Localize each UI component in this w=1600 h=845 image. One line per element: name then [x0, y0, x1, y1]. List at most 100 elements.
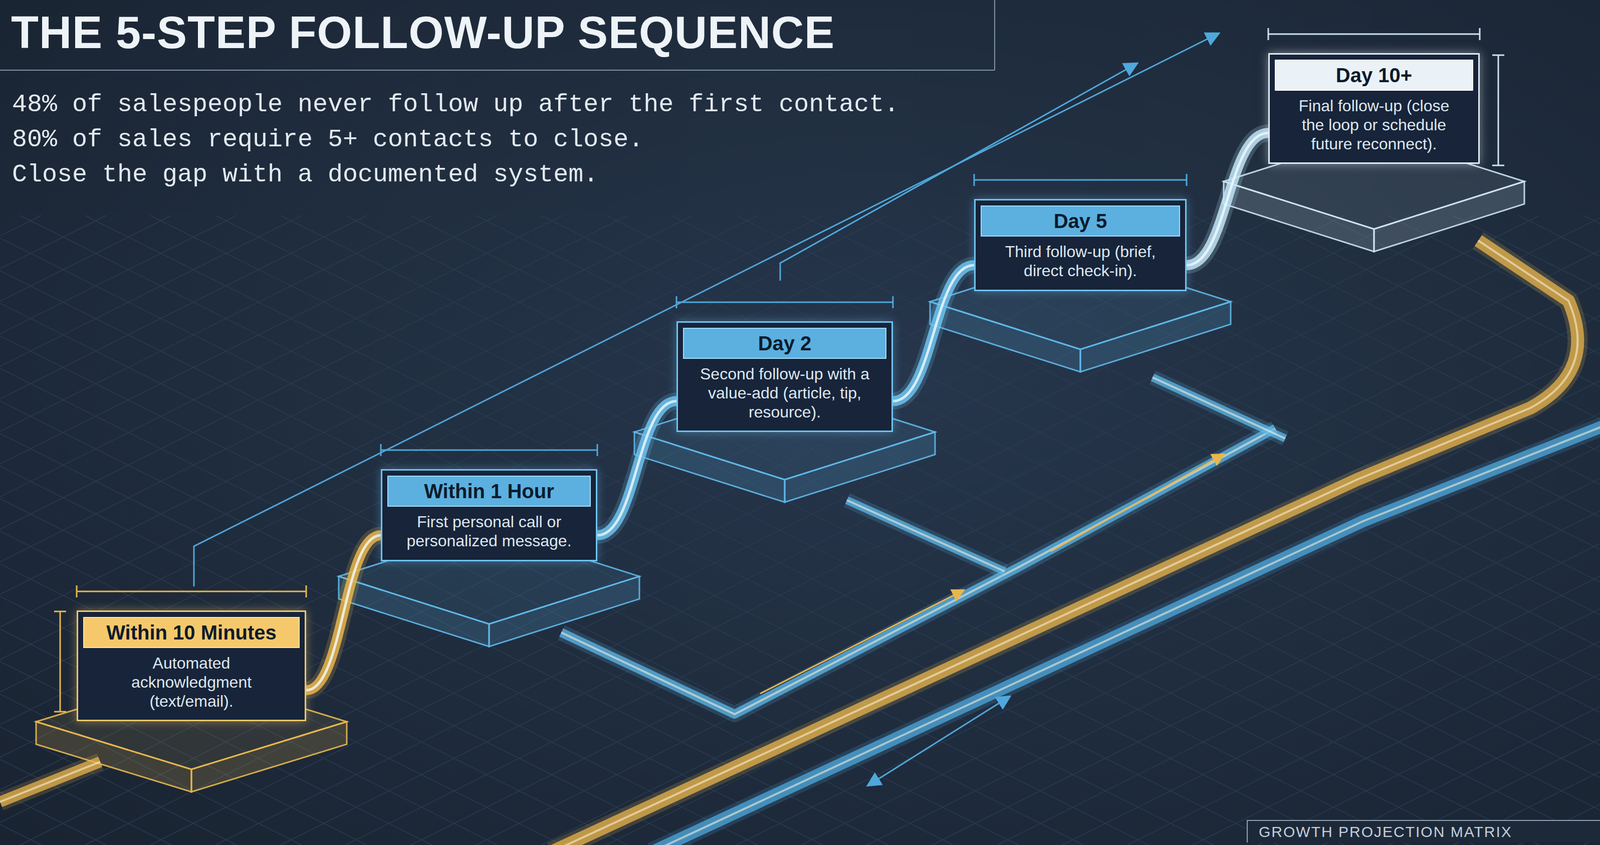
pipe-highlight — [892, 265, 975, 401]
subtitle-line: Close the gap with a documented system. — [12, 160, 1065, 190]
step-description: Automated acknowledgment (text/email). — [83, 647, 300, 711]
step-timing: Within 1 Hour — [387, 475, 591, 507]
pipe-highlight — [1186, 132, 1269, 266]
grid-line — [671, 215, 1600, 845]
title-rule — [0, 69, 995, 71]
platform-face — [338, 576, 490, 647]
grid-line — [0, 215, 628, 845]
title-rule — [994, 0, 996, 71]
pipe-highlight — [551, 240, 1578, 845]
pipe-highlight — [651, 425, 1600, 845]
platform-face — [930, 301, 1081, 372]
pipe — [651, 425, 1600, 845]
pipe-glow — [846, 500, 1005, 572]
grid-line — [0, 215, 42, 845]
grid-line — [1257, 215, 1600, 845]
platforms — [36, 133, 1525, 792]
pipe-glow — [1186, 132, 1269, 266]
step-box: Within 1 HourFirst personal call or pers… — [380, 469, 598, 562]
dimension-line — [1492, 55, 1505, 166]
dimension-line — [1050, 453, 1225, 552]
grid-line — [345, 215, 1600, 845]
step-timing: Day 5 — [980, 205, 1181, 237]
pipe-body — [846, 500, 1005, 572]
platform-face — [784, 431, 936, 503]
grid-line — [0, 215, 628, 845]
step-timing: Day 2 — [682, 327, 887, 359]
pipe-body — [892, 265, 975, 401]
grid-line — [541, 215, 1600, 845]
grid-line — [541, 215, 1600, 845]
pipe-connector — [306, 535, 381, 691]
grid-line — [0, 215, 367, 845]
dimension-line — [760, 589, 965, 694]
grid-line — [1518, 215, 1600, 845]
grid-line — [0, 215, 42, 845]
pipe — [1152, 377, 1286, 439]
grid-line — [0, 215, 432, 845]
pipe-body — [306, 535, 381, 691]
grid-line — [215, 215, 1475, 845]
pipe-highlight — [846, 500, 1005, 572]
step-box: Within 10 MinutesAutomated acknowledgmen… — [76, 610, 307, 722]
subtitle-line: 48% of salespeople never follow up after… — [12, 90, 1065, 120]
pipe-highlight — [561, 428, 1276, 715]
grid-line — [801, 215, 1600, 845]
platform-face — [1374, 181, 1525, 252]
pipe — [846, 500, 1005, 572]
grid-line — [85, 215, 1344, 845]
grid-line — [0, 215, 693, 845]
grid-line — [20, 215, 1279, 845]
step-timing: Within 10 Minutes — [83, 616, 300, 648]
grid-line — [85, 215, 1344, 845]
step-description: Second follow-up with a value-add (artic… — [682, 358, 887, 422]
step-description: Final follow-up (close the loop or sched… — [1274, 90, 1474, 154]
grid-line — [0, 215, 758, 845]
pipe-body — [1186, 132, 1269, 266]
grid-line — [0, 215, 367, 845]
grid-line — [1583, 215, 1600, 845]
pipe-glow — [306, 535, 381, 691]
dimension-line — [867, 696, 1011, 786]
pipe-body — [551, 240, 1578, 845]
pipe-body — [561, 428, 1276, 715]
step-description: First personal call or personalized mess… — [387, 506, 591, 551]
pipe-body — [0, 761, 101, 802]
grid-line — [1257, 215, 1600, 845]
pipe-glow — [892, 265, 975, 401]
subtitle-line: 80% of sales require 5+ contacts to clos… — [12, 125, 1065, 155]
dimension-line — [676, 296, 893, 309]
pipe-highlight — [1152, 377, 1286, 439]
dimension-line — [380, 443, 598, 456]
grid-line — [1518, 215, 1600, 845]
diagram-title: THE 5-STEP FOLLOW-UP SEQUENCE — [11, 7, 835, 59]
pipe-glow — [597, 400, 677, 536]
pipe-highlight — [0, 761, 101, 802]
pipe-body — [651, 425, 1600, 845]
grid-line — [0, 215, 1084, 845]
step-box: Day 2Second follow-up with a value-add (… — [676, 321, 893, 432]
pipe-glow — [0, 761, 101, 802]
pipe-highlight — [597, 400, 677, 536]
grid-line — [0, 215, 758, 845]
pipe-connector — [1186, 132, 1269, 266]
pipe-glow — [561, 428, 1276, 715]
pipe-connector — [597, 400, 677, 536]
step-timing: Day 10+ — [1274, 59, 1474, 91]
grid-line — [20, 215, 1279, 845]
grid-line — [0, 215, 693, 845]
dimension-line — [76, 585, 307, 598]
pipe-glow — [651, 425, 1600, 845]
step-description: Third follow-up (brief, direct check-in)… — [980, 236, 1181, 281]
grid-line — [345, 215, 1600, 845]
dimension-line — [54, 611, 67, 712]
grid-line — [801, 215, 1600, 845]
pipe-glow — [551, 240, 1578, 845]
pipe-glow — [1152, 377, 1286, 439]
dimension-line — [974, 173, 1187, 186]
platform-face — [1080, 301, 1231, 372]
pipe-connector — [892, 265, 975, 401]
pipe-body — [1152, 377, 1286, 439]
platform-face — [1223, 181, 1375, 252]
step-box: Day 5Third follow-up (brief, direct chec… — [974, 198, 1187, 292]
